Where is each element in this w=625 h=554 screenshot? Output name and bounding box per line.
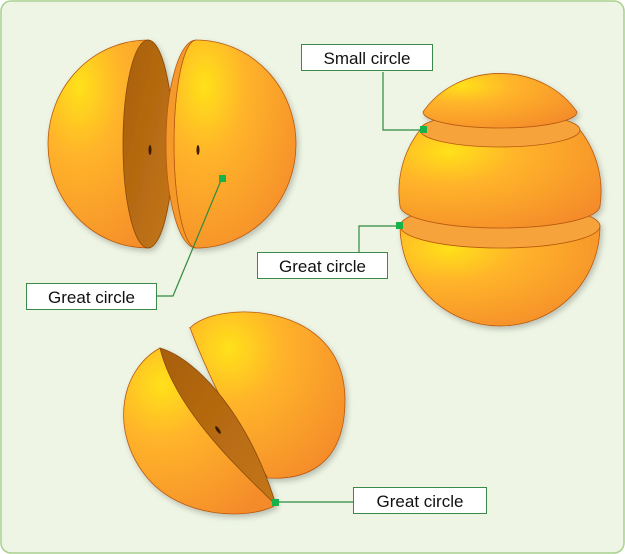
great-circle-label-right: Great circle (257, 252, 388, 279)
bottom-hemisphere (399, 225, 601, 327)
sphere-diagonal-split (123, 311, 346, 515)
center-mark (196, 145, 200, 155)
small-circle-label: Small circle (301, 44, 433, 71)
lower-piece (123, 347, 277, 515)
great-circle-label-left: Great circle (26, 283, 157, 310)
great-circle-marker (219, 175, 226, 182)
center-mark (215, 426, 221, 434)
left-hemisphere-cut-face (122, 39, 174, 249)
marker-points (219, 126, 427, 506)
great-circle-marker (272, 499, 279, 506)
right-hemisphere-face (165, 39, 197, 249)
top-cap (422, 73, 578, 129)
great-circle-label-bottom: Great circle (353, 487, 487, 514)
center-mark (148, 145, 152, 155)
sphere-horizontal-split (398, 73, 602, 327)
great-circle-marker (396, 222, 403, 229)
sphere-vertical-split (47, 39, 297, 249)
small-circle-marker (420, 126, 427, 133)
middle-slab (398, 129, 602, 229)
leader-lines (157, 72, 424, 503)
